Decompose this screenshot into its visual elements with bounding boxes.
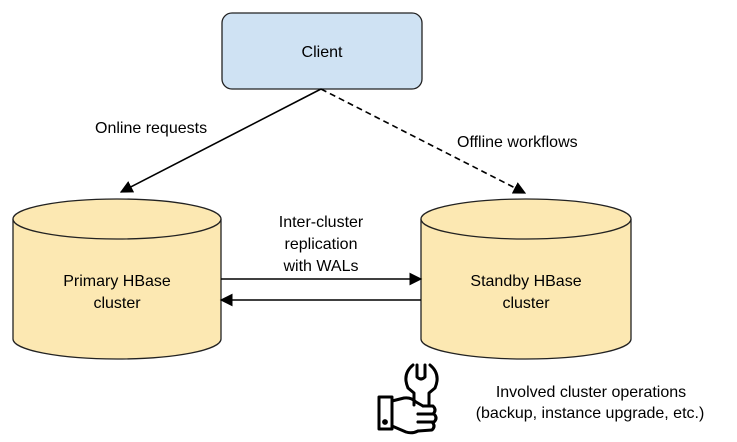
- client-label: Client: [302, 44, 343, 61]
- primary-cylinder-top: [12, 198, 222, 240]
- offline-workflows-edge: Offline workflows: [320, 88, 578, 194]
- standby-hbase-cluster: Standby HBase cluster: [420, 198, 632, 360]
- operations-caption-line2: (backup, instance upgrade, etc.): [476, 405, 705, 422]
- offline-workflows-arrow: [320, 88, 527, 194]
- online-requests-label: Online requests: [95, 120, 207, 137]
- operations-caption-line1: Involved cluster operations: [496, 384, 686, 401]
- replication-label-line2: replication: [285, 236, 358, 253]
- online-requests-edge: Online requests: [95, 88, 322, 193]
- hand-wrench-icon: [377, 363, 439, 435]
- replication-label-line3: with WALs: [283, 258, 359, 275]
- replication-label-line1: Inter-cluster: [279, 214, 364, 231]
- standby-cylinder-top: [420, 198, 632, 240]
- standby-cylinder-body: [420, 219, 632, 360]
- standby-label-line2: cluster: [502, 295, 550, 312]
- client-node: Client: [221, 12, 423, 90]
- primary-cylinder-body: [12, 219, 222, 360]
- cluster-operations: Involved cluster operations (backup, ins…: [377, 363, 705, 435]
- offline-workflows-label: Offline workflows: [457, 134, 578, 151]
- primary-label-line1: Primary HBase: [63, 273, 171, 290]
- primary-hbase-cluster: Primary HBase cluster: [12, 198, 222, 360]
- replication-edge: Inter-cluster replication with WALs: [219, 214, 423, 307]
- online-requests-arrow: [119, 88, 322, 193]
- standby-label-line1: Standby HBase: [470, 273, 581, 290]
- primary-label-line2: cluster: [93, 295, 141, 312]
